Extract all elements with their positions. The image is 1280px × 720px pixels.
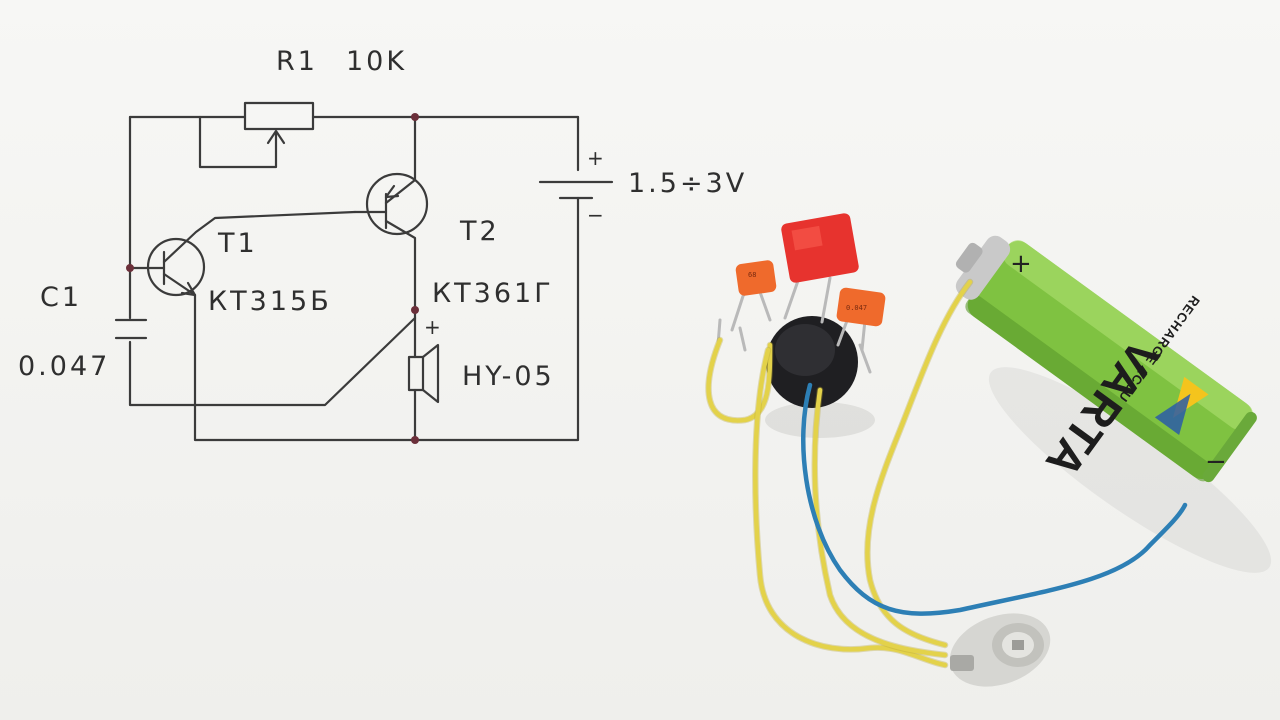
capacitor-orange-left: 68: [730, 260, 777, 332]
bottom-wire-c1: [128, 316, 417, 407]
blue-wires: [801, 382, 1188, 616]
t1-part: КТ315Б: [208, 286, 332, 317]
junction-dot: [126, 264, 134, 272]
battery-minus: −: [587, 203, 607, 227]
battery-aa: [955, 235, 1257, 483]
assembled-circuit-photo: VARTA RECHARGE ACCU + − 68 0.047: [705, 213, 1272, 687]
c1-value: 0.047: [18, 351, 110, 382]
capacitor-symbol-icon: [114, 318, 148, 340]
trimmer-potentiometer: [949, 613, 1051, 687]
schematic-drawing: R1 10K C1 0.047 T1: [18, 46, 747, 444]
battery-plus: +: [587, 146, 607, 170]
capacitor-red-center: [781, 213, 859, 324]
transistor-symbol-icon: [128, 210, 357, 297]
cap-right-marking: 0.047: [846, 304, 867, 312]
t1-label: T1: [217, 228, 258, 259]
cap-left-marking: 68: [748, 271, 756, 279]
buzzer-disc: [766, 316, 858, 408]
potentiometer-symbol-icon: [128, 101, 580, 169]
battery-symbol-icon: [538, 180, 614, 200]
supply-voltage-label: 1.5÷3V: [628, 168, 747, 199]
speaker-symbol-icon: [407, 343, 440, 442]
junction-dot: [411, 436, 419, 444]
c1-label: C1: [40, 282, 82, 313]
junction-dot: [411, 306, 419, 314]
ground-wire: [193, 196, 580, 442]
yellow-wires: [705, 278, 974, 669]
battery-plus-mark: +: [1010, 249, 1035, 279]
speaker-plus: +: [424, 315, 444, 339]
r1-value: 10K: [346, 46, 407, 77]
t2-part: КТ361Г: [432, 278, 554, 309]
t2-label: T2: [459, 216, 500, 247]
capacitor-orange-right: 0.047: [836, 287, 886, 352]
r1-label: R1: [276, 46, 318, 77]
junction-dot: [411, 113, 419, 121]
speaker-label: HY-05: [462, 361, 555, 392]
battery-minus-mark: −: [1205, 447, 1230, 477]
transistor-symbol-icon: [353, 115, 429, 359]
